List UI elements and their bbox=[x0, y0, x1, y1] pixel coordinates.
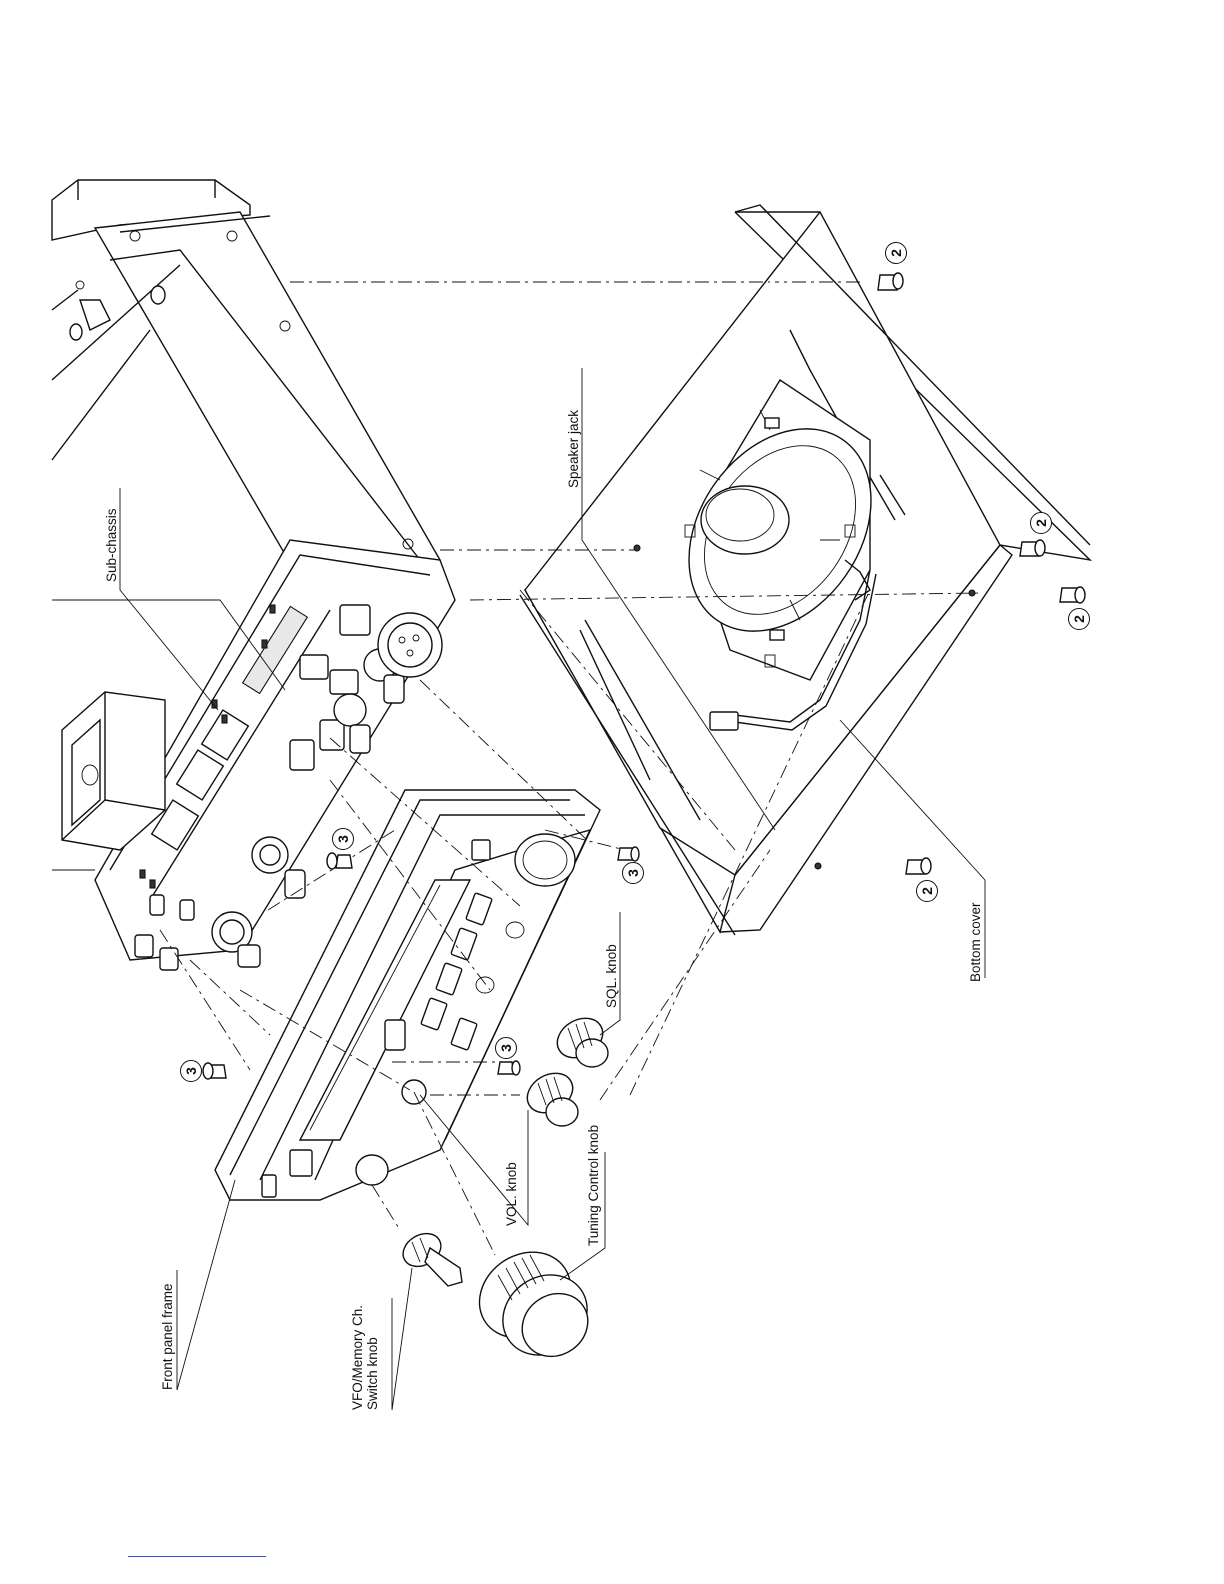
callout-screw-2-c: 2 bbox=[1068, 608, 1090, 630]
callout-screw-2-b: 2 bbox=[1030, 512, 1052, 534]
vol-knob-label: VOL. knob bbox=[504, 1162, 519, 1226]
callout-screw-3-b: 3 bbox=[622, 862, 644, 884]
bottom-cover-label: Bottom cover bbox=[968, 902, 983, 982]
callout-screw-3-d: 3 bbox=[180, 1060, 202, 1082]
callout-screw-3-c: 3 bbox=[495, 1037, 517, 1059]
vfo-label-line-2: Switch knob bbox=[365, 1305, 380, 1410]
callout-screw-3-a: 3 bbox=[332, 828, 354, 850]
sub-chassis-label: Sub-chassis bbox=[104, 508, 119, 582]
bottom-cover bbox=[520, 205, 1090, 935]
vfo-label-line-1: VFO/Memory Ch. bbox=[350, 1305, 365, 1410]
tuning-control-knob-label: Tuning Control knob bbox=[586, 1125, 601, 1246]
callout-screw-2-a: 2 bbox=[885, 242, 907, 264]
speaker-jack-label: Speaker jack bbox=[566, 410, 581, 488]
vfo-memory-switch-knob-label: VFO/Memory Ch. Switch knob bbox=[350, 1305, 380, 1410]
sql-knob-drawing bbox=[550, 1010, 610, 1067]
callout-screw-2-d: 2 bbox=[916, 880, 938, 902]
vfo-switch-knob-drawing bbox=[397, 1227, 462, 1286]
tuning-control-knob-drawing bbox=[463, 1235, 603, 1372]
front-panel-frame-label: Front panel frame bbox=[160, 1283, 175, 1390]
vol-knob-drawing bbox=[520, 1065, 580, 1126]
bottom-link-underline bbox=[128, 1556, 266, 1557]
sql-knob-label: SQL. knob bbox=[604, 944, 619, 1008]
